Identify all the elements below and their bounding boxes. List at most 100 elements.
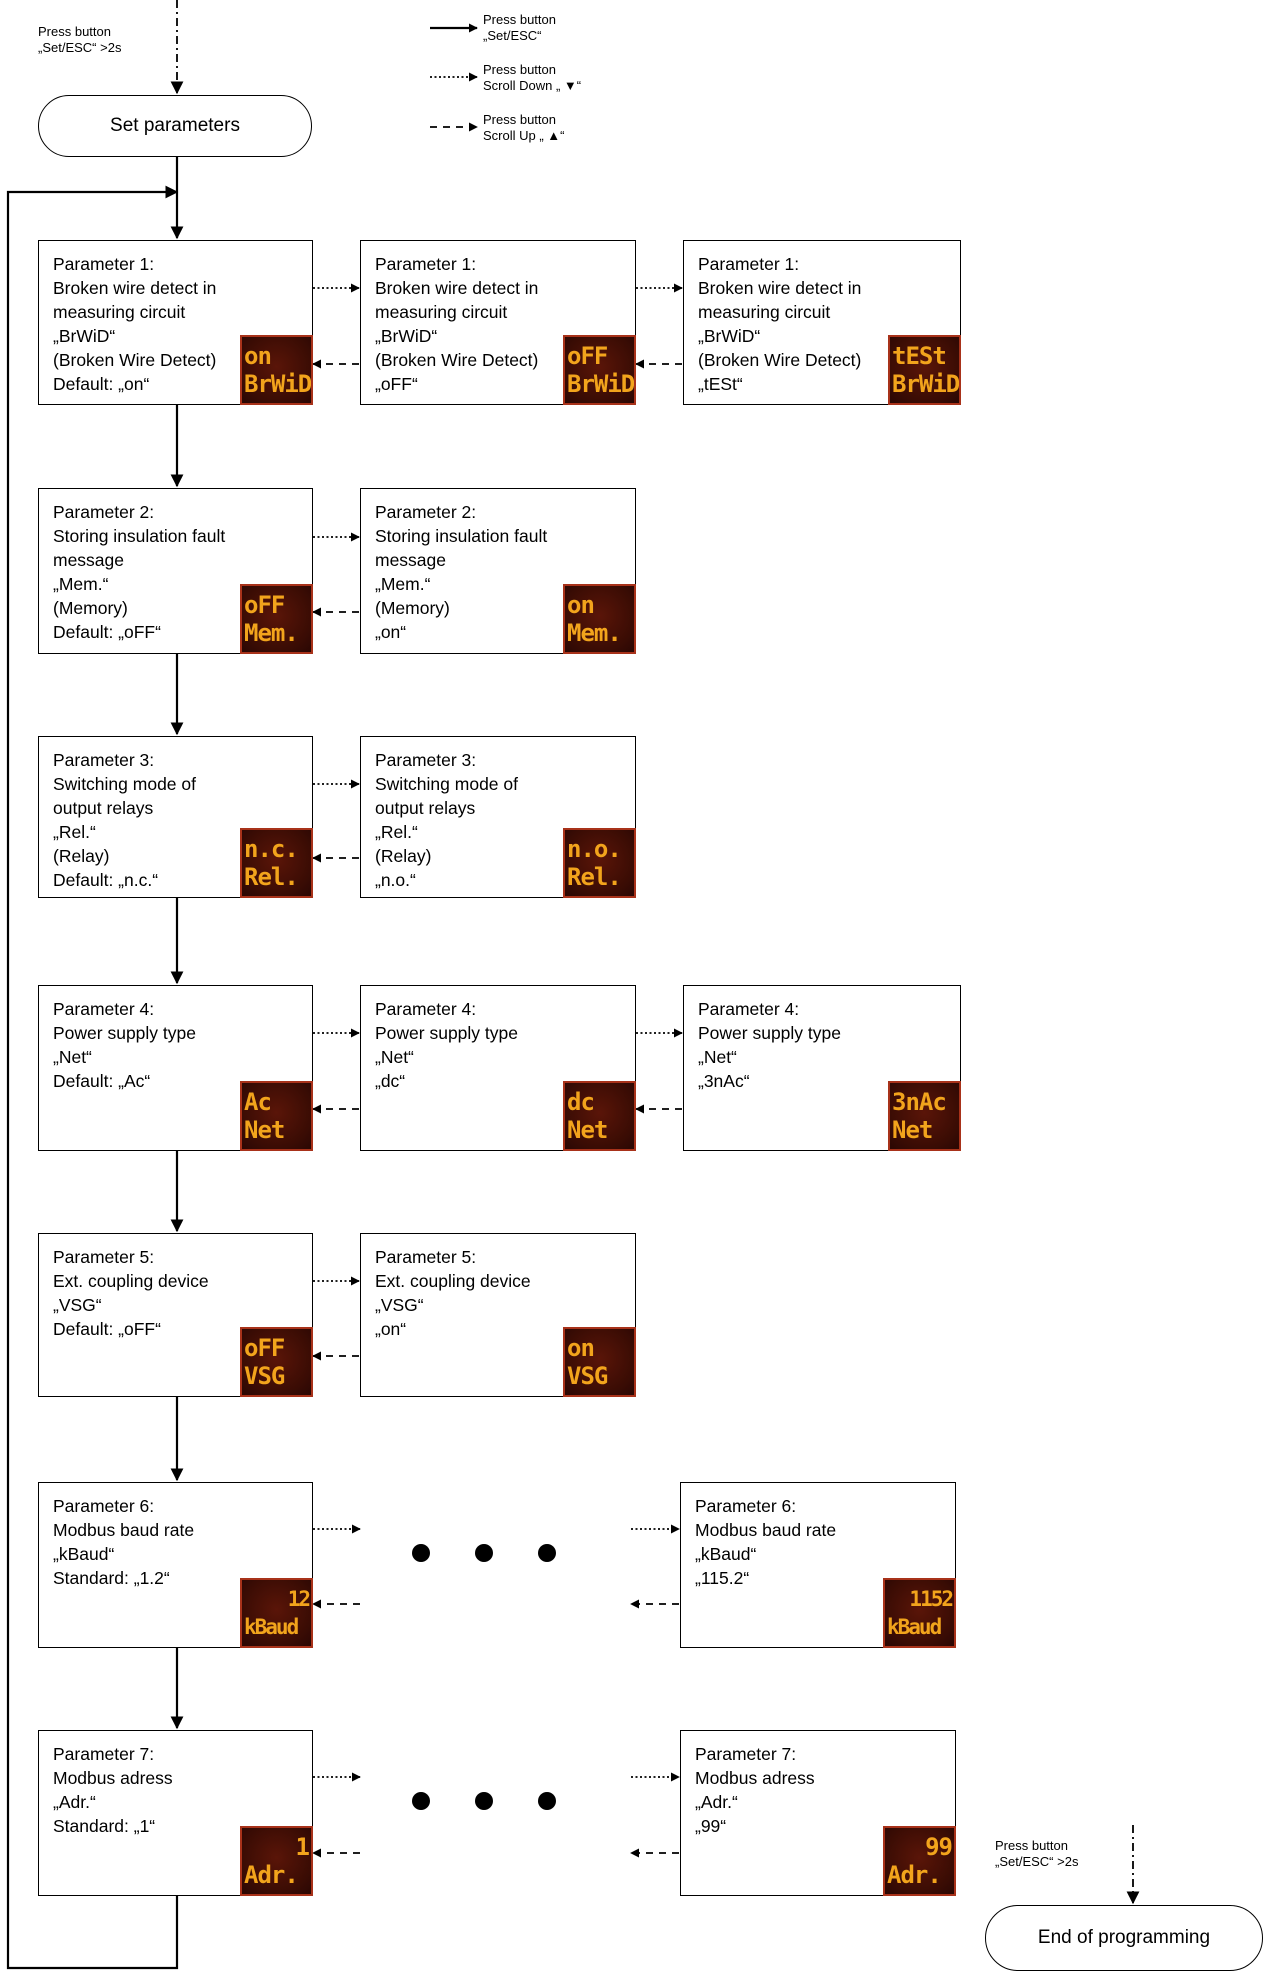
lcd-value: oFF xyxy=(244,591,285,619)
param5-option2-box: Parameter 5: Ext. coupling device „VSG“ … xyxy=(360,1233,636,1397)
lcd-parameter-code: Adr. xyxy=(887,1861,942,1889)
start-note: Press button „Set/ESC“ >2s xyxy=(38,24,121,56)
box-line: Modbus baud rate xyxy=(695,1520,837,1540)
lcd-parameter-code: BrWiD xyxy=(244,370,312,398)
ellipsis-dot xyxy=(412,1792,430,1810)
box-line: (Memory) xyxy=(375,598,450,618)
start-node-label: Set parameters xyxy=(110,115,240,136)
box-line: (Memory) xyxy=(53,598,128,618)
box-line: message xyxy=(375,550,447,570)
box-line: „kBaud“ xyxy=(53,1544,115,1564)
ellipsis-dot xyxy=(538,1544,556,1562)
param4-option3-lcd-display: 3nAc Net xyxy=(888,1081,961,1151)
box-line: Parameter 3: xyxy=(375,750,477,770)
param4-option3-box: Parameter 4: Power supply type „Net“ „3n… xyxy=(683,985,961,1151)
box-line: Parameter 4: xyxy=(53,999,155,1019)
param4-default-box: Parameter 4: Power supply type „Net“ Def… xyxy=(38,985,313,1151)
end-note-line-1: Press button xyxy=(995,1838,1068,1853)
param4-option3-text: Parameter 4: Power supply type „Net“ „3n… xyxy=(698,997,954,1093)
lcd-parameter-code: Net xyxy=(892,1116,933,1144)
box-line: Parameter 1: xyxy=(53,254,155,274)
lcd-value: dc xyxy=(567,1088,595,1116)
box-line: „Rel.“ xyxy=(375,822,418,842)
box-line: Default: „oFF“ xyxy=(53,1319,161,1339)
ellipsis-dot xyxy=(538,1792,556,1810)
param1-default-lcd-display: on BrWiD xyxy=(240,335,313,405)
param3-default-box: Parameter 3: Switching mode of output re… xyxy=(38,736,313,898)
lcd-value: Ac xyxy=(244,1088,272,1116)
box-line: Standard: „1“ xyxy=(53,1816,156,1836)
box-line: Broken wire detect in xyxy=(53,278,217,298)
box-line: Parameter 1: xyxy=(375,254,477,274)
box-line: Parameter 5: xyxy=(53,1247,155,1267)
box-line: measuring circuit xyxy=(698,302,831,322)
start-note-line-1: Press button xyxy=(38,24,111,39)
legend-dotted-label: Press button Scroll Down „ ▼“ xyxy=(483,62,581,94)
param7-last-lcd-display: 99 Adr. xyxy=(883,1826,956,1896)
box-line: message xyxy=(53,550,125,570)
box-line: (Broken Wire Detect) xyxy=(375,350,539,370)
loop-back-arrow xyxy=(6,185,179,1970)
param1-option2-lcd-display: oFF BrWiD xyxy=(563,335,636,405)
param4-default-lcd-display: Ac Net xyxy=(240,1081,313,1151)
box-line: „99“ xyxy=(695,1816,727,1836)
param2-option2-text: Parameter 2: Storing insulation fault me… xyxy=(375,500,629,644)
box-line: „Net“ xyxy=(698,1047,737,1067)
param4-option2-box: Parameter 4: Power supply type „Net“ „dc… xyxy=(360,985,636,1151)
box-line: „Net“ xyxy=(53,1047,92,1067)
param2-default-text: Parameter 2: Storing insulation fault me… xyxy=(53,500,306,644)
param1-option2-box: Parameter 1: Broken wire detect in measu… xyxy=(360,240,636,405)
param7-last-text: Parameter 7: Modbus adress „Adr.“ „99“ xyxy=(695,1742,949,1838)
box-line: „3nAc“ xyxy=(698,1071,750,1091)
box-line: „dc“ xyxy=(375,1071,406,1091)
box-line: „VSG“ xyxy=(53,1295,102,1315)
lcd-parameter-code: VSG xyxy=(244,1362,285,1390)
param6-last-lcd-display: 1152 kBaud xyxy=(883,1578,956,1648)
box-line: Modbus adress xyxy=(53,1768,173,1788)
param3-default-lcd-display: n.c. Rel. xyxy=(240,828,313,898)
param6-last-box: Parameter 6: Modbus baud rate „kBaud“ „1… xyxy=(680,1482,956,1648)
box-line: Power supply type xyxy=(698,1023,841,1043)
lcd-value: on xyxy=(244,342,272,370)
lcd-parameter-code: Mem. xyxy=(567,619,622,647)
box-line: „Mem.“ xyxy=(53,574,109,594)
param3-option2-box: Parameter 3: Switching mode of output re… xyxy=(360,736,636,898)
box-line: „BrWiD“ xyxy=(698,326,761,346)
param3-default-text: Parameter 3: Switching mode of output re… xyxy=(53,748,306,892)
param7-default-box: Parameter 7: Modbus adress „Adr.“ Standa… xyxy=(38,1730,313,1896)
lcd-parameter-code: Rel. xyxy=(567,863,622,891)
lcd-value: tESt xyxy=(892,342,947,370)
legend-dashed-line-1: Press button xyxy=(483,112,556,127)
legend-solid-line-1: Press button xyxy=(483,12,556,27)
param1-default-text: Parameter 1: Broken wire detect in measu… xyxy=(53,252,306,396)
box-line: „Net“ xyxy=(375,1047,414,1067)
param6-default-box: Parameter 6: Modbus baud rate „kBaud“ St… xyxy=(38,1482,313,1648)
box-line: Standard: „1.2“ xyxy=(53,1568,170,1588)
param1-option3-lcd-display: tESt BrWiD xyxy=(888,335,961,405)
box-line: Parameter 3: xyxy=(53,750,155,770)
lcd-parameter-code: BrWiD xyxy=(892,370,960,398)
box-line: measuring circuit xyxy=(375,302,508,322)
param3-option2-text: Parameter 3: Switching mode of output re… xyxy=(375,748,629,892)
box-line: Parameter 6: xyxy=(53,1496,155,1516)
box-line: „oFF“ xyxy=(375,374,418,394)
lcd-value: n.c. xyxy=(244,835,299,863)
end-note-line-2: „Set/ESC“ >2s xyxy=(995,1854,1079,1869)
param5-option2-lcd-display: on VSG xyxy=(563,1327,636,1397)
param5-default-box: Parameter 5: Ext. coupling device „VSG“ … xyxy=(38,1233,313,1397)
lcd-parameter-code: kBaud xyxy=(244,1615,299,1639)
box-line: „VSG“ xyxy=(375,1295,424,1315)
box-line: „tESt“ xyxy=(698,374,743,394)
box-line: Switching mode of xyxy=(375,774,518,794)
box-line: Default: „n.c.“ xyxy=(53,870,159,890)
lcd-value: 1152 xyxy=(909,1587,954,1611)
box-line: Broken wire detect in xyxy=(375,278,539,298)
lcd-parameter-code: Adr. xyxy=(244,1861,299,1889)
box-line: Power supply type xyxy=(375,1023,518,1043)
lcd-value: n.o. xyxy=(567,835,622,863)
lcd-parameter-code: VSG xyxy=(567,1362,608,1390)
lcd-value: on xyxy=(567,1334,595,1362)
param2-option2-lcd-display: on Mem. xyxy=(563,584,636,654)
end-note: Press button „Set/ESC“ >2s xyxy=(995,1838,1078,1870)
